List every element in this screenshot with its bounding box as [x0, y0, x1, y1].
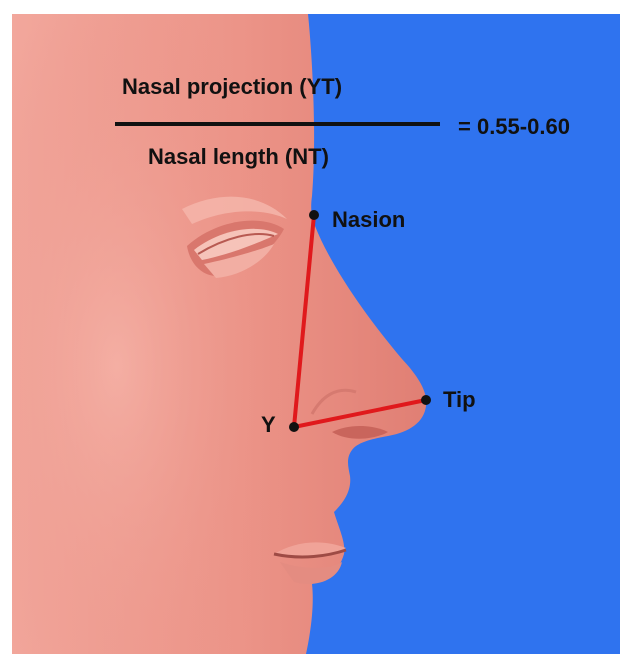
tip-point	[421, 395, 431, 405]
y-label: Y	[261, 412, 276, 438]
face-profile-illustration	[12, 14, 620, 654]
numerator-label: Nasal projection (YT)	[122, 74, 342, 100]
ratio-value-label: = 0.55-0.60	[458, 114, 570, 140]
nasal-proportion-diagram: Nasal projection (YT) Nasal length (NT) …	[12, 14, 620, 654]
cheek-shading	[12, 14, 312, 654]
nasion-label: Nasion	[332, 207, 405, 233]
y-point	[289, 422, 299, 432]
denominator-label: Nasal length (NT)	[148, 144, 329, 170]
nasion-point	[309, 210, 319, 220]
tip-label: Tip	[443, 387, 476, 413]
